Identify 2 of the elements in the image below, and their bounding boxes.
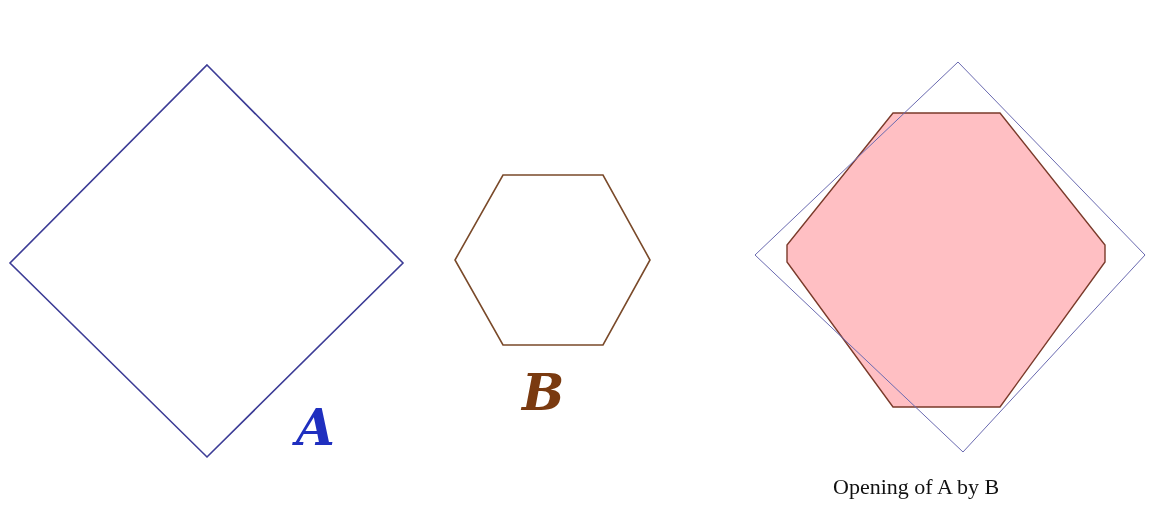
result-caption: Opening of A by B xyxy=(833,474,1000,500)
shape-letter: B xyxy=(522,363,565,422)
